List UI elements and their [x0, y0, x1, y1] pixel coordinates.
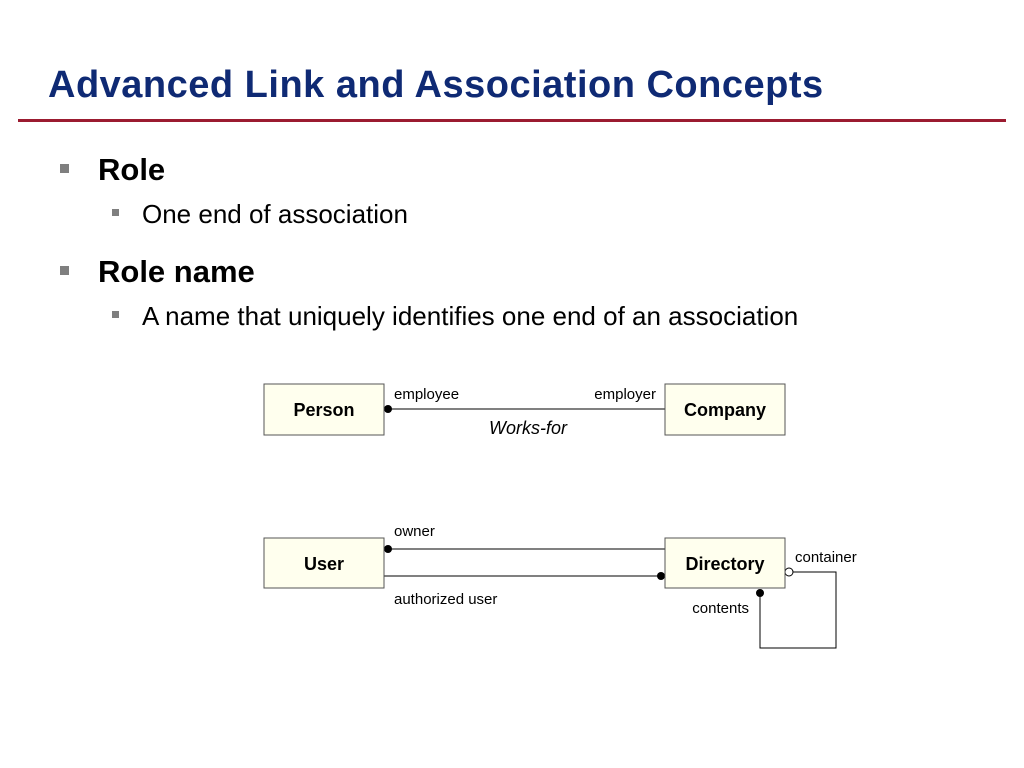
sub-bullet-text: One end of association: [142, 199, 408, 229]
sub-bullet-role-name-definition: A name that uniquely identifies one end …: [112, 302, 798, 330]
bullet-text: Role name: [98, 254, 255, 289]
works-for-association: employee employer Works-for: [384, 386, 665, 438]
directory-self-association: container contents: [692, 549, 857, 649]
class-name-user: User: [304, 554, 344, 574]
square-bullet-icon: [112, 311, 119, 318]
title-divider: [18, 119, 1006, 122]
role-label-owner: owner: [394, 523, 435, 540]
sub-bullet-role-definition: One end of association: [112, 200, 408, 228]
class-name-person: Person: [293, 400, 354, 420]
class-box: [664, 537, 786, 589]
class-company: Company: [664, 383, 786, 436]
role-label-contents: contents: [692, 600, 749, 617]
bullet-text: Role: [98, 152, 166, 187]
bullet-role: Role: [60, 154, 165, 186]
user-directory-associations: owner authorized user: [384, 523, 665, 608]
association-name-works-for: Works-for: [489, 418, 568, 438]
sub-bullet-text: A name that uniquely identifies one end …: [142, 301, 799, 331]
role-dot: [657, 572, 665, 580]
class-user: User: [263, 537, 385, 589]
role-label-employee: employee: [394, 386, 459, 403]
class-box: [664, 383, 786, 436]
role-label-authorized-user: authorized user: [394, 591, 497, 608]
class-box: [263, 537, 385, 589]
class-person: Person: [263, 383, 385, 436]
open-role-dot: [784, 567, 794, 577]
square-bullet-icon: [60, 164, 69, 173]
role-dot: [384, 405, 392, 413]
class-name-company: Company: [684, 400, 766, 420]
role-dot: [384, 545, 392, 553]
slide-title: Advanced Link and Association Concepts: [48, 64, 824, 106]
role-dot: [756, 589, 764, 597]
square-bullet-icon: [112, 209, 119, 216]
role-label-employer: employer: [594, 386, 656, 403]
role-label-container: container: [795, 549, 857, 566]
class-directory: Directory: [664, 537, 786, 589]
square-bullet-icon: [60, 266, 69, 275]
class-box: [263, 383, 385, 436]
bullet-role-name: Role name: [60, 256, 255, 288]
class-name-directory: Directory: [685, 554, 764, 574]
self-association-line: [759, 571, 837, 649]
